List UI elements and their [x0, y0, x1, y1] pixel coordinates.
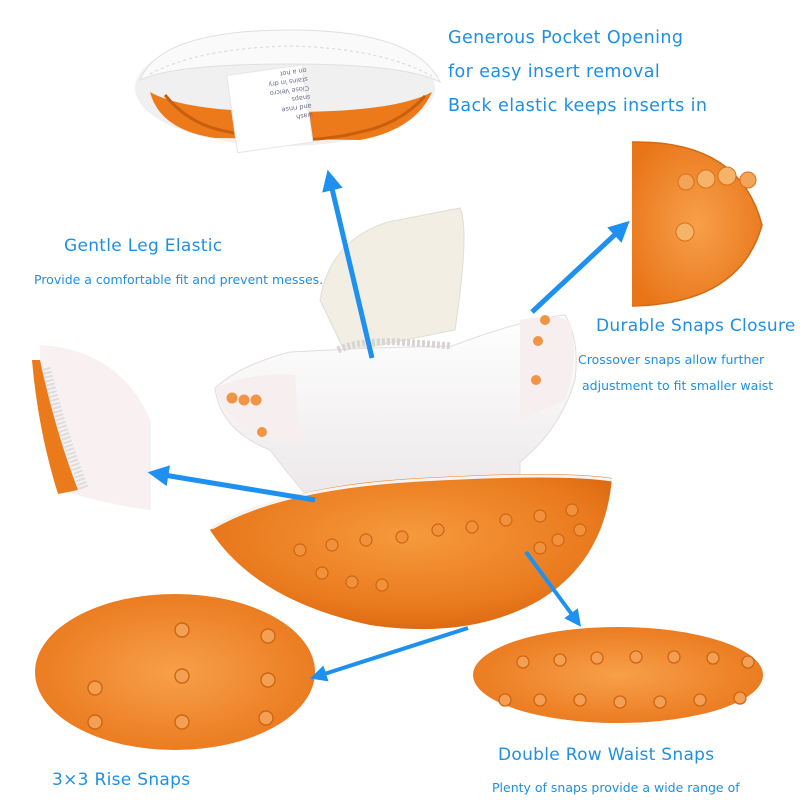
waist-snaps-image [473, 627, 763, 723]
waist-snaps-subtitle: Plenty of snaps provide a wide range of [492, 780, 740, 795]
pocket-opening-line-2: for easy insert removal [448, 62, 661, 82]
arrow-down-right-icon [524, 550, 581, 627]
leg-elastic-title: Gentle Leg Elastic [64, 236, 223, 256]
diaper-main-image [210, 207, 613, 630]
waist-snap-dots [293, 503, 587, 592]
snaps-closure-title: Durable Snaps Closure [596, 316, 796, 336]
snaps-closure-subtitle-1: Crossover snaps allow further [578, 352, 765, 367]
arrow-left-icon [147, 465, 316, 503]
arrow-down-left-icon [309, 626, 469, 682]
rise-snaps-title: 3×3 Rise Snaps [52, 770, 191, 790]
pocket-opening-line-3: Back elastic keeps inserts in [448, 96, 708, 116]
pocket-opening-line-1: Generous Pocket Opening [448, 28, 684, 48]
snap-tab-image [631, 141, 763, 307]
arrow-right-icon [530, 220, 630, 314]
leg-elastic-image [32, 345, 151, 510]
care-label [226, 64, 314, 154]
snaps-closure-subtitle-2: adjustment to fit smaller waist [582, 378, 774, 393]
waist-snaps-title: Double Row Waist Snaps [498, 745, 715, 765]
arrow-up-icon [322, 169, 375, 359]
rise-snaps-image [35, 594, 315, 750]
pocket-opening-image [135, 29, 442, 154]
leg-elastic-subtitle: Provide a comfortable fit and prevent me… [34, 272, 324, 287]
care-label-text: wash and rinse snaps Close Velcro stains… [233, 65, 314, 129]
